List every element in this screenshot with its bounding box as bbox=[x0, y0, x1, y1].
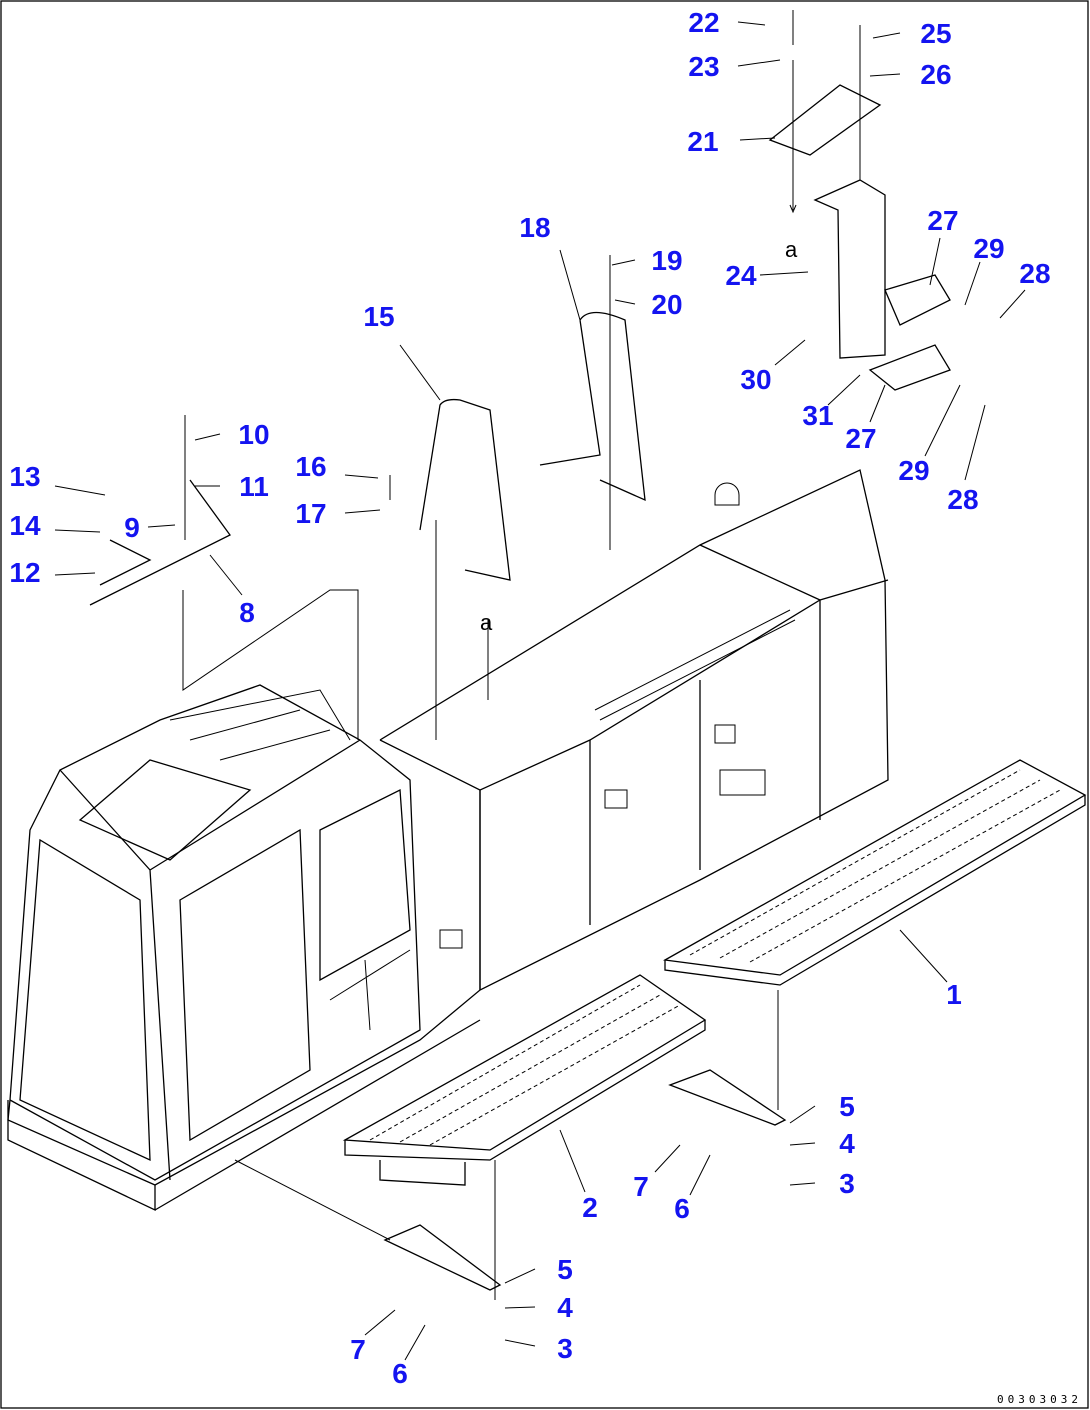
callout-label: 26 bbox=[920, 59, 951, 90]
callout-label: 18 bbox=[519, 212, 550, 243]
callout-label: 12 bbox=[9, 557, 40, 588]
callout-label: 31 bbox=[802, 400, 833, 431]
callout-labels: 2223212526181920272928243031272928151011… bbox=[9, 7, 1050, 1389]
callout-label: 13 bbox=[9, 461, 40, 492]
callout-label: 3 bbox=[839, 1168, 855, 1199]
callout-label: 15 bbox=[363, 301, 394, 332]
callout-label: 10 bbox=[238, 419, 269, 450]
callout-label: 16 bbox=[295, 451, 326, 482]
callout-label: 25 bbox=[920, 18, 951, 49]
callout-label: 30 bbox=[740, 364, 771, 395]
callout-label: 22 bbox=[688, 7, 719, 38]
callout-label: 28 bbox=[1019, 258, 1050, 289]
callout-label: 8 bbox=[239, 597, 255, 628]
callout-label: 27 bbox=[845, 423, 876, 454]
callout-label: 14 bbox=[9, 510, 41, 541]
callout-label: 20 bbox=[651, 289, 682, 320]
handrails bbox=[89, 311, 646, 606]
operator-cab bbox=[9, 684, 421, 1181]
leader-lines bbox=[54, 21, 1026, 1361]
callout-label: 7 bbox=[633, 1171, 649, 1202]
callout-label: 6 bbox=[674, 1193, 690, 1224]
callout-label: 28 bbox=[947, 484, 978, 515]
callout-label: 23 bbox=[688, 51, 719, 82]
callout-label: 9 bbox=[124, 512, 140, 543]
callout-label: 3 bbox=[557, 1333, 573, 1364]
callout-label: 1 bbox=[946, 979, 962, 1010]
callout-label: 11 bbox=[239, 471, 269, 502]
callout-label: 5 bbox=[557, 1254, 573, 1285]
reference-mark-a: a bbox=[480, 610, 493, 635]
machine-body bbox=[7, 469, 889, 1212]
callout-label: 2 bbox=[582, 1192, 598, 1223]
drawing-code: 00303032 bbox=[997, 1393, 1082, 1406]
callout-label: 6 bbox=[392, 1358, 408, 1389]
callout-label: 17 bbox=[295, 498, 326, 529]
reference-mark-a: a bbox=[785, 237, 798, 262]
callout-label: 4 bbox=[557, 1292, 573, 1323]
callout-label: 19 bbox=[651, 245, 682, 276]
assembly-lines bbox=[182, 10, 861, 1300]
callout-label: 24 bbox=[725, 260, 757, 291]
step-plates bbox=[342, 759, 1087, 1186]
callout-label: 29 bbox=[898, 455, 929, 486]
callout-label: 5 bbox=[839, 1091, 855, 1122]
callout-label: 21 bbox=[687, 126, 718, 157]
callout-label: 7 bbox=[350, 1334, 366, 1365]
callout-label: 29 bbox=[973, 233, 1004, 264]
callout-label: 4 bbox=[839, 1128, 855, 1159]
callout-label: 27 bbox=[927, 205, 958, 236]
